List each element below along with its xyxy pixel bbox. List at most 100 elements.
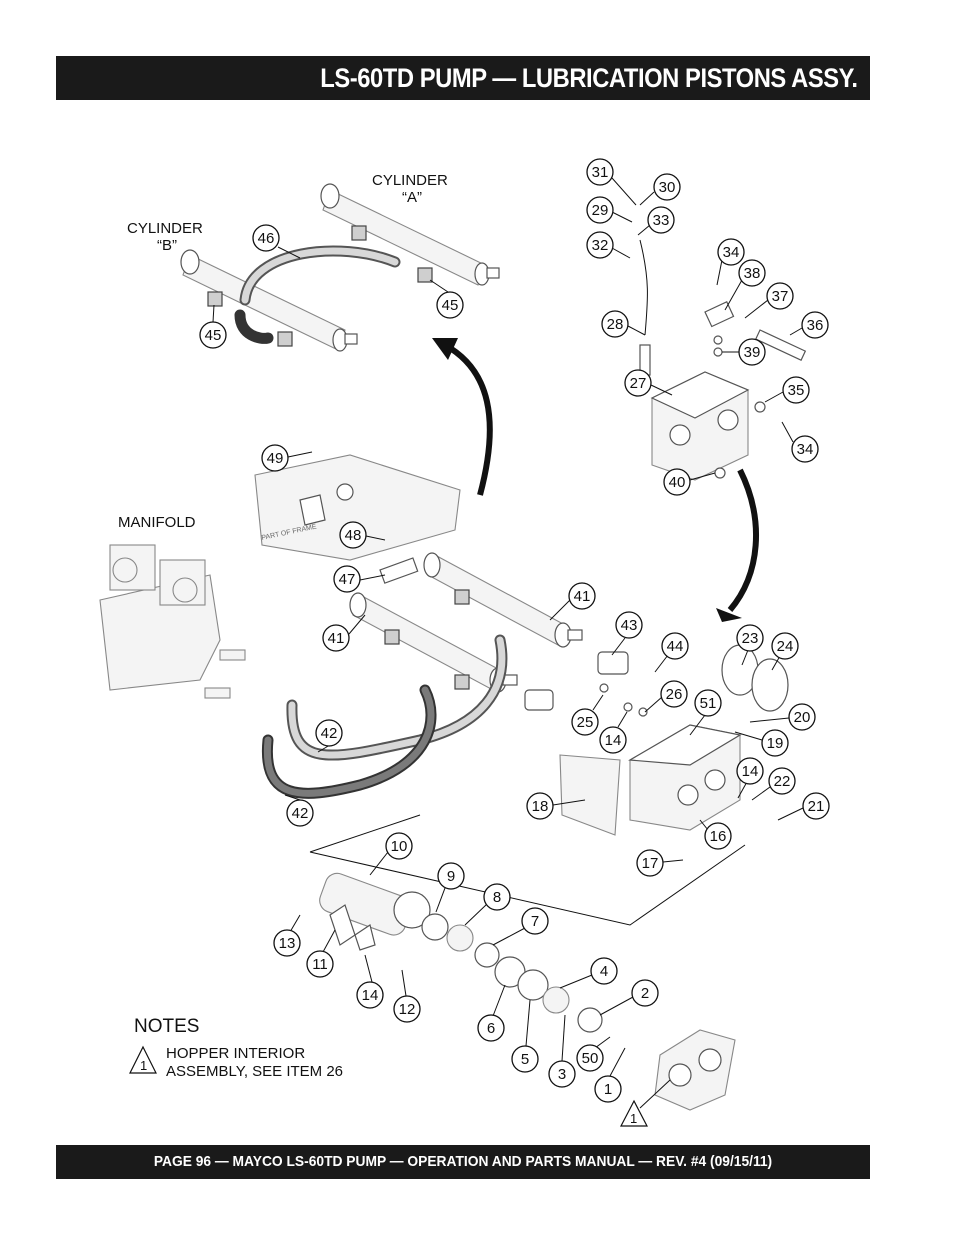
- callout-4-label: 4: [600, 963, 608, 980]
- callout-19: 19: [734, 729, 789, 757]
- callout-3-label: 3: [558, 1066, 566, 1083]
- callout-40: 40: [663, 468, 716, 496]
- callout-18: 18: [526, 792, 586, 820]
- callout-5: 5: [511, 999, 539, 1073]
- callout-27: 27: [624, 369, 673, 397]
- callout-marker-label: 1: [630, 1111, 637, 1126]
- callout-29-label: 29: [592, 202, 609, 219]
- cylinder-a-caption-line1: CYLINDER: [372, 172, 448, 189]
- cylinder-a-caption-line2: “A”: [402, 189, 422, 206]
- callout-46-label: 46: [258, 230, 275, 247]
- callout-10-label: 10: [391, 838, 408, 855]
- callout-22-label: 22: [774, 773, 791, 790]
- callout-44: 44: [654, 632, 689, 673]
- callout-1: 1: [594, 1047, 626, 1103]
- callout-51-label: 51: [700, 695, 717, 712]
- callout-22: 22: [751, 767, 796, 801]
- callout-31-label: 31: [592, 164, 609, 181]
- callout-26: 26: [644, 680, 688, 713]
- callout-42-top: 42: [315, 719, 343, 753]
- notes-marker: 1: [140, 1058, 147, 1073]
- callout-39: 39: [722, 338, 766, 366]
- notes-heading: NOTES: [134, 1016, 199, 1037]
- callout-9: 9: [435, 862, 465, 913]
- callout-42-bottom-label: 42: [292, 805, 309, 822]
- callout-10: 10: [369, 832, 413, 876]
- callout-25: 25: [571, 694, 604, 736]
- callout-12: 12: [393, 969, 421, 1023]
- callout-33-label: 33: [653, 212, 670, 229]
- callout-3: 3: [548, 1014, 576, 1088]
- callout-36-label: 36: [807, 317, 824, 334]
- callout-45-right-label: 45: [442, 297, 459, 314]
- lower-pump-parts: [309, 814, 746, 1111]
- callout-11: 11: [306, 929, 336, 978]
- hose-46: [239, 245, 401, 306]
- callout-18-label: 18: [532, 798, 549, 815]
- callout-8-label: 8: [493, 889, 501, 906]
- callout-13-label: 13: [279, 935, 296, 952]
- callout-48-label: 48: [345, 527, 362, 544]
- callout-6: 6: [477, 984, 506, 1042]
- callout-44-label: 44: [667, 638, 684, 655]
- callout-32-label: 32: [592, 237, 609, 254]
- callout-26-label: 26: [666, 686, 683, 703]
- callout-33: 33: [637, 206, 675, 236]
- callout-42-bottom: 42: [284, 794, 314, 827]
- cylinder-b-caption-line1: CYLINDER: [127, 220, 203, 237]
- arrow-head-up: [432, 338, 458, 360]
- callout-42-top-label: 42: [321, 725, 338, 742]
- callout-12-label: 12: [399, 1001, 416, 1018]
- callout-16-label: 16: [710, 828, 727, 845]
- callout-37-label: 37: [772, 288, 789, 305]
- callout-bubbles: 46 45 45 31 30 29 33 32 34 38 37 36 28 3…: [199, 158, 830, 1103]
- callout-9-label: 9: [447, 868, 455, 885]
- callout-21-label: 21: [808, 798, 825, 815]
- notes-line-1: HOPPER INTERIOR: [166, 1045, 305, 1062]
- callout-7-label: 7: [531, 913, 539, 930]
- callout-24-label: 24: [777, 638, 794, 655]
- page-header-bar: LS-60TD PUMP — LUBRICATION PISTONS ASSY.: [56, 56, 870, 100]
- callout-2-label: 2: [641, 985, 649, 1002]
- callout-17-label: 17: [642, 855, 659, 872]
- notes-warning-icon: 1: [129, 1045, 157, 1074]
- callout-20-label: 20: [794, 709, 811, 726]
- manifold-caption: MANIFOLD: [118, 514, 196, 531]
- callout-41-left: 41: [322, 614, 366, 652]
- callout-7: 7: [492, 907, 549, 946]
- callout-28-label: 28: [607, 316, 624, 333]
- callout-14-right: 14: [736, 757, 764, 799]
- callout-2: 2: [599, 979, 659, 1016]
- callout-8: 8: [464, 883, 511, 926]
- callout-14-bottom-label: 14: [362, 987, 379, 1004]
- frame-drawing: PART OF FRAME: [254, 454, 461, 561]
- page-footer-bar: PAGE 96 — MAYCO LS-60TD PUMP — OPERATION…: [56, 1145, 870, 1179]
- cylinder-b-drawing: [180, 249, 358, 352]
- callout-41-left-label: 41: [328, 630, 345, 647]
- callout-37: 37: [744, 282, 794, 319]
- manifold-drawing: [99, 544, 246, 699]
- callout-41-right-label: 41: [574, 588, 591, 605]
- callout-34-top-label: 34: [723, 244, 740, 261]
- callout-50-label: 50: [582, 1050, 599, 1067]
- callout-17: 17: [636, 849, 684, 877]
- callout-14-bottom: 14: [356, 954, 384, 1009]
- callout-38-label: 38: [744, 265, 761, 282]
- callout-36: 36: [789, 311, 829, 339]
- callout-30-label: 30: [659, 179, 676, 196]
- hoses-42: [261, 634, 508, 799]
- callout-20: 20: [749, 703, 816, 731]
- page-title: LS-60TD PUMP — LUBRICATION PISTONS ASSY.: [320, 63, 859, 93]
- callout-51: 51: [689, 689, 722, 736]
- callout-29: 29: [586, 196, 633, 224]
- callout-49: 49: [261, 444, 313, 472]
- callout-6-label: 6: [487, 1020, 495, 1037]
- callout-47: 47: [333, 565, 386, 593]
- callout-48: 48: [339, 521, 386, 549]
- callout-45-left-label: 45: [205, 327, 222, 344]
- callout-marker-triangle: 1: [620, 1079, 671, 1127]
- callout-40-label: 40: [669, 474, 686, 491]
- callout-39-label: 39: [744, 344, 761, 361]
- callout-34-bottom-label: 34: [797, 441, 814, 458]
- callout-11-label: 11: [312, 956, 328, 973]
